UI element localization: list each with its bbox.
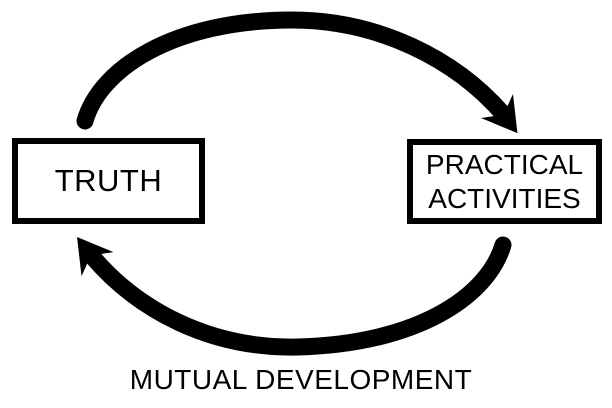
node-truth-label: TRUTH <box>54 162 163 198</box>
arrow-practical-to-truth <box>82 236 512 356</box>
arrowhead-practical-to-truth-icon <box>77 237 114 277</box>
node-practical-activities: PRACTICAL ACTIVITIES <box>407 139 602 224</box>
arrowhead-truth-to-practical-icon <box>481 93 518 134</box>
caption-mutual-development: MUTUAL DEVELOPMENT <box>129 364 473 395</box>
arrow-truth-to-practical <box>76 11 513 130</box>
node-practical-activities-label-line2: ACTIVITIES <box>428 182 581 214</box>
node-truth: TRUTH <box>12 138 205 224</box>
node-practical-activities-label-line1: PRACTICAL <box>425 148 584 180</box>
